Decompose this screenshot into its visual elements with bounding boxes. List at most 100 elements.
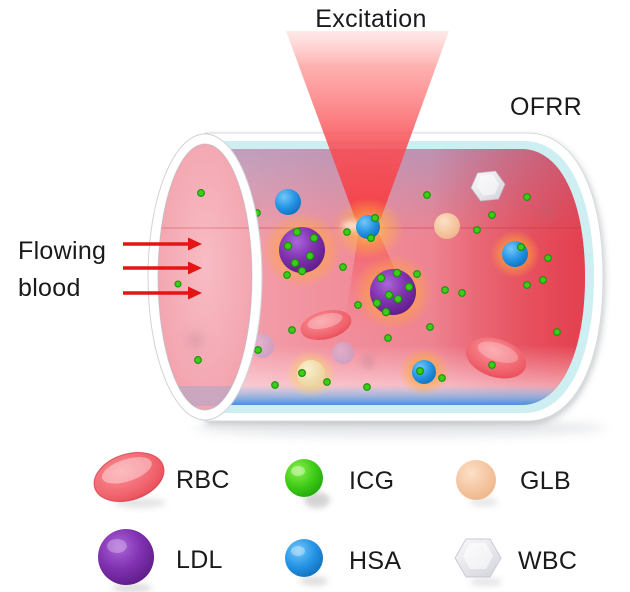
- icg-dot: [488, 211, 496, 219]
- legend-label-glb: GLB: [520, 467, 571, 495]
- blur-smudge: [361, 355, 375, 369]
- legend-swatch-glb: [456, 460, 496, 500]
- flow-arrow: [123, 261, 202, 275]
- icg-dot: [288, 326, 296, 334]
- blur-smudge: [186, 331, 204, 349]
- icg-dot: [441, 286, 449, 294]
- opening-blood-face: [157, 143, 253, 411]
- icg-dot: [376, 273, 386, 283]
- icg-dot: [371, 214, 380, 223]
- icg-dot: [523, 193, 531, 201]
- legend-label-icg: ICG: [349, 467, 394, 495]
- swatch-shadow: [470, 578, 502, 586]
- icg-dot: [297, 266, 307, 276]
- icg-dot: [458, 289, 466, 297]
- ldl-bound-icg: [372, 268, 414, 317]
- legend-swatch-wbc: [454, 538, 502, 578]
- icg-dot: [290, 258, 300, 268]
- legend-label-hsa: HSA: [349, 547, 401, 575]
- excitation-label: Excitation: [315, 5, 426, 33]
- legend-item-rbc: RBC: [93, 451, 230, 508]
- swatch-highlight: [291, 546, 305, 556]
- icg-dot: [384, 290, 394, 300]
- icg-dot: [384, 334, 392, 342]
- legend-swatch-hsa: [285, 539, 323, 577]
- icg-dot: [283, 241, 293, 251]
- legend-item-glb: GLB: [456, 460, 571, 507]
- legend-label-rbc: RBC: [176, 466, 230, 494]
- flow-arrow: [123, 237, 202, 251]
- icg-dot: [372, 298, 382, 308]
- hsa-particle: [275, 189, 301, 215]
- tube-left-opening: [147, 133, 263, 421]
- bottom-blue-band: [205, 385, 585, 405]
- icg-dot: [413, 270, 421, 278]
- icg-dot: [298, 369, 307, 378]
- icg-dot: [539, 276, 547, 284]
- icg-dot: [393, 294, 403, 304]
- icg-dot: [283, 271, 291, 279]
- icg-dot: [426, 323, 434, 331]
- legend: RBC ICG GLB LDL HSA: [93, 451, 577, 592]
- legend-item-wbc: WBC: [454, 538, 577, 586]
- swatch-shadow: [300, 576, 328, 586]
- tube-ground-shadow: [195, 419, 605, 437]
- legend-swatch-rbc: [93, 451, 165, 503]
- flow-arrow: [123, 286, 202, 300]
- icg-dot: [271, 381, 279, 389]
- icg-dot: [553, 328, 561, 336]
- excitation-beam-upper: [286, 31, 449, 229]
- legend-item-ldl: LDL: [98, 529, 223, 592]
- flowing-label-line1: Flowing: [18, 237, 106, 265]
- ofrr-tube: [147, 31, 605, 437]
- tube-particles: [234, 170, 561, 398]
- icg-dot: [423, 191, 431, 199]
- icg-dot: [194, 356, 202, 364]
- flowing-label-line2: blood: [18, 274, 81, 302]
- glb-particle: [434, 213, 460, 239]
- icg-dot: [254, 346, 262, 354]
- icg-dot: [343, 228, 351, 236]
- icg-dot: [381, 307, 391, 317]
- flowing-blood-label: Flowing blood: [18, 237, 106, 302]
- icg-dot: [367, 234, 376, 243]
- swatch-shadow: [304, 492, 330, 508]
- wbc-particle: [470, 170, 506, 202]
- icg-dot: [363, 383, 371, 391]
- icg-dot: [438, 374, 446, 382]
- blur-smudge: [539, 203, 555, 219]
- ofrr-label: OFRR: [510, 93, 582, 121]
- icg-dot: [174, 280, 182, 288]
- icg-dot: [292, 227, 302, 237]
- icg-dot: [392, 268, 402, 278]
- tube-blood-shading: [205, 149, 585, 405]
- legend-item-icg: ICG: [285, 459, 394, 508]
- icg-dot: [309, 233, 319, 243]
- swatch-highlight: [107, 539, 127, 553]
- ldl-particle: [279, 227, 325, 273]
- icg-dot: [354, 301, 362, 309]
- icg-dot: [339, 263, 347, 271]
- legend-label-wbc: WBC: [518, 547, 577, 575]
- swatch-highlight: [291, 466, 305, 476]
- icg-dot: [544, 254, 552, 262]
- legend-label-ldl: LDL: [176, 546, 223, 574]
- icg-dot: [305, 251, 315, 261]
- icg-dot: [323, 378, 331, 386]
- rbc-cell: [300, 310, 352, 340]
- icg-dot: [404, 282, 414, 292]
- swatch-shadow: [112, 583, 152, 592]
- legend-swatch-icg: [285, 459, 323, 497]
- legend-item-hsa: HSA: [285, 539, 401, 586]
- icg-dot: [416, 367, 425, 376]
- legend-swatch-ldl: [98, 529, 154, 585]
- hsa-particle: [412, 360, 436, 384]
- glb-particle: [297, 360, 325, 388]
- rbc-cell: [465, 337, 527, 379]
- icg-dot: [488, 361, 496, 369]
- ldl-particle: [370, 269, 416, 315]
- icg-dot: [473, 226, 481, 234]
- flow-arrows: [123, 237, 202, 300]
